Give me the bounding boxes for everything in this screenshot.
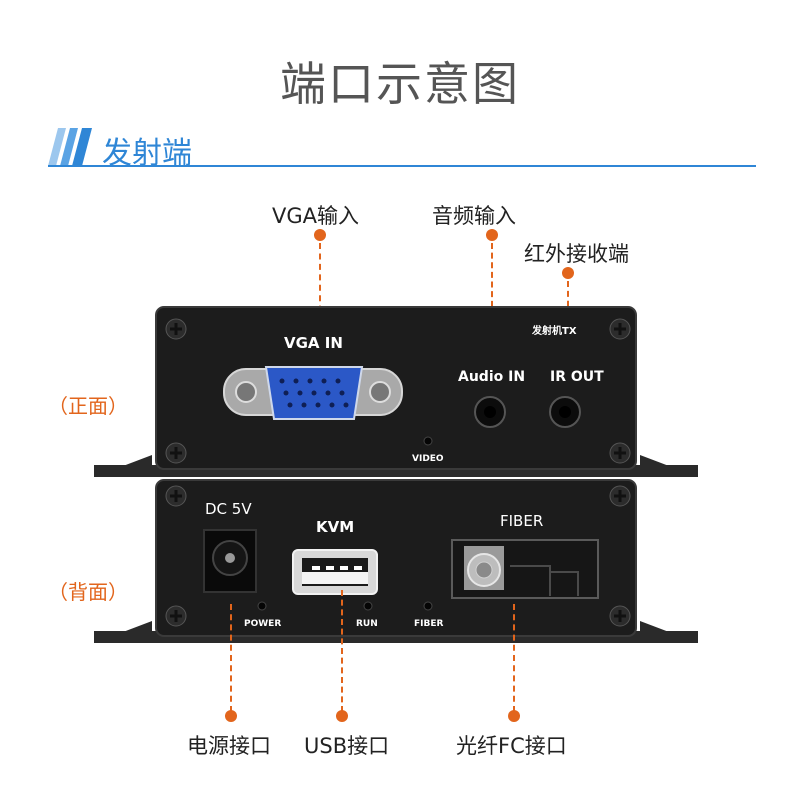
callout-power-port: 电源接口 [187,734,271,758]
callout-line [230,604,232,712]
screw-icon [609,442,631,464]
callout-audio-input: 音频输入 [432,204,516,228]
model-label: 发射机TX [532,326,577,337]
page-title: 端口示意图 [280,57,520,111]
callout-line [491,243,493,355]
front-panel [94,306,698,477]
callout-vga-input: VGA输入 [272,204,360,228]
video-led-icon [423,436,433,446]
screw-icon [165,485,187,507]
usb-port-icon [292,549,378,595]
power-led-icon [257,601,267,611]
callout-line [341,590,343,712]
fiber-label: FIBER [500,512,544,530]
section-stripes-icon [48,128,92,166]
screw-icon [165,318,187,340]
callout-dot [508,710,520,722]
screw-icon [609,485,631,507]
screw-icon [165,605,187,627]
screw-icon [609,318,631,340]
video-led-label: VIDEO [412,454,444,464]
callout-dot [562,267,574,279]
fiber-port-icon [451,539,599,599]
kvm-label: KVM [316,518,355,536]
callout-line [319,243,321,343]
power-led-label: POWER [244,619,282,629]
ir-out-label: IR OUT [550,369,604,385]
callout-fiber-port: 光纤FC接口 [456,734,567,758]
section-divider [48,165,756,167]
side-label-back: （背面） [48,580,128,604]
fiber-led-label: FIBER [414,619,444,629]
fiber-led-icon [423,601,433,611]
audio-in-label: Audio IN [458,369,526,385]
side-label-front: （正面） [48,394,128,418]
run-led-label: RUN [356,619,378,629]
callout-dot [225,710,237,722]
audio-jack-icon [474,396,506,428]
back-panel [94,479,698,643]
dc-jack-icon [203,529,257,593]
ir-jack-icon [549,396,581,428]
screw-icon [165,442,187,464]
run-led-icon [363,601,373,611]
callout-dot [336,710,348,722]
screw-icon [609,605,631,627]
callout-ir-receiver: 红外接收端 [524,242,629,266]
callout-usb-port: USB接口 [304,734,390,758]
vga-port-icon [223,366,403,420]
callout-dot [314,229,326,241]
callout-dot [486,229,498,241]
dc-5v-label: DC 5V [205,500,252,518]
callout-line [513,604,515,712]
vga-in-label: VGA IN [284,334,343,352]
